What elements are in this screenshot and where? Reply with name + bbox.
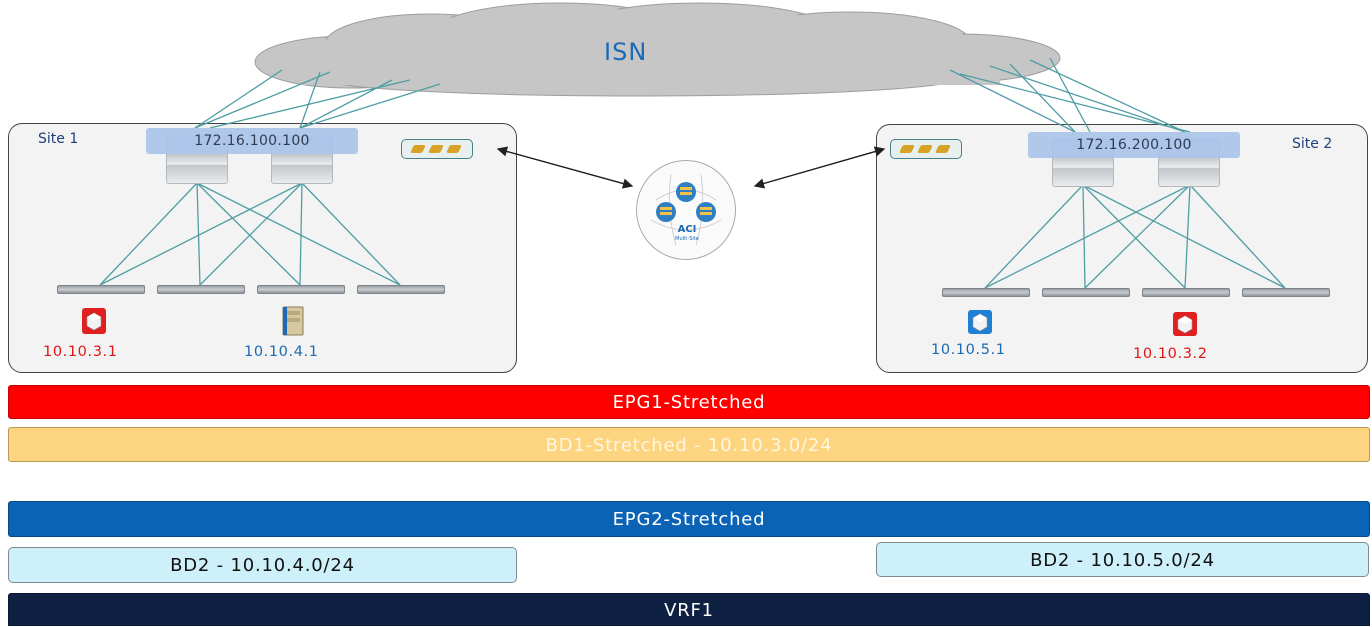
site-1-anycast-ip: 172.16.100.100	[146, 128, 358, 154]
topology-links	[99, 57, 1286, 289]
site-2-anycast-ip: 172.16.200.100	[1028, 132, 1240, 158]
site-2-label: Site 2	[1292, 136, 1333, 152]
site-2-leaf-3	[1142, 288, 1230, 297]
site-1-leaf-3	[257, 285, 345, 294]
site-2-leaf-4	[1242, 288, 1330, 297]
bd2-site-1-bar: BD2 - 10.10.4.0/24	[8, 547, 517, 583]
isn-cloud	[254, 2, 1061, 97]
vrf-bar: VRF1	[8, 593, 1370, 626]
epg2-bar: EPG2-Stretched	[8, 501, 1370, 537]
orchestrator-title: ACI	[677, 224, 697, 235]
epg1-bar: EPG1-Stretched	[8, 385, 1370, 419]
site-1-leaf-2	[157, 285, 245, 294]
endpoint-ip-site-1-a: 10.10.3.1	[43, 344, 118, 360]
server-icon-site-1	[282, 306, 304, 336]
vm-icon-blue-site-2	[968, 310, 992, 334]
site-1-label: Site 1	[38, 131, 79, 147]
site-2-firewall-icon	[890, 139, 962, 159]
vm-icon-red-site-1	[82, 308, 106, 334]
endpoint-ip-site-2-a: 10.10.5.1	[931, 342, 1006, 358]
endpoint-ip-site-2-b: 10.10.3.2	[1133, 346, 1208, 362]
site-1-firewall-icon	[401, 139, 473, 159]
site-2-leaf-2	[1042, 288, 1130, 297]
bd2-site-2-bar: BD2 - 10.10.5.0/24	[876, 542, 1369, 577]
orchestrator-subtitle: Multi-Site	[675, 236, 699, 242]
site-1-leaf-4	[357, 285, 445, 294]
vm-icon-red-site-2	[1173, 312, 1197, 336]
isn-label: ISN	[604, 38, 648, 66]
site-1-leaf-1	[57, 285, 145, 294]
bd1-bar: BD1-Stretched - 10.10.3.0/24	[8, 427, 1370, 462]
site-2-leaf-1	[942, 288, 1030, 297]
endpoint-ip-site-1-b: 10.10.4.1	[244, 344, 319, 360]
site-2-box	[876, 124, 1368, 373]
multi-site-orchestrator-icon: ACI Multi-Site	[636, 160, 736, 260]
